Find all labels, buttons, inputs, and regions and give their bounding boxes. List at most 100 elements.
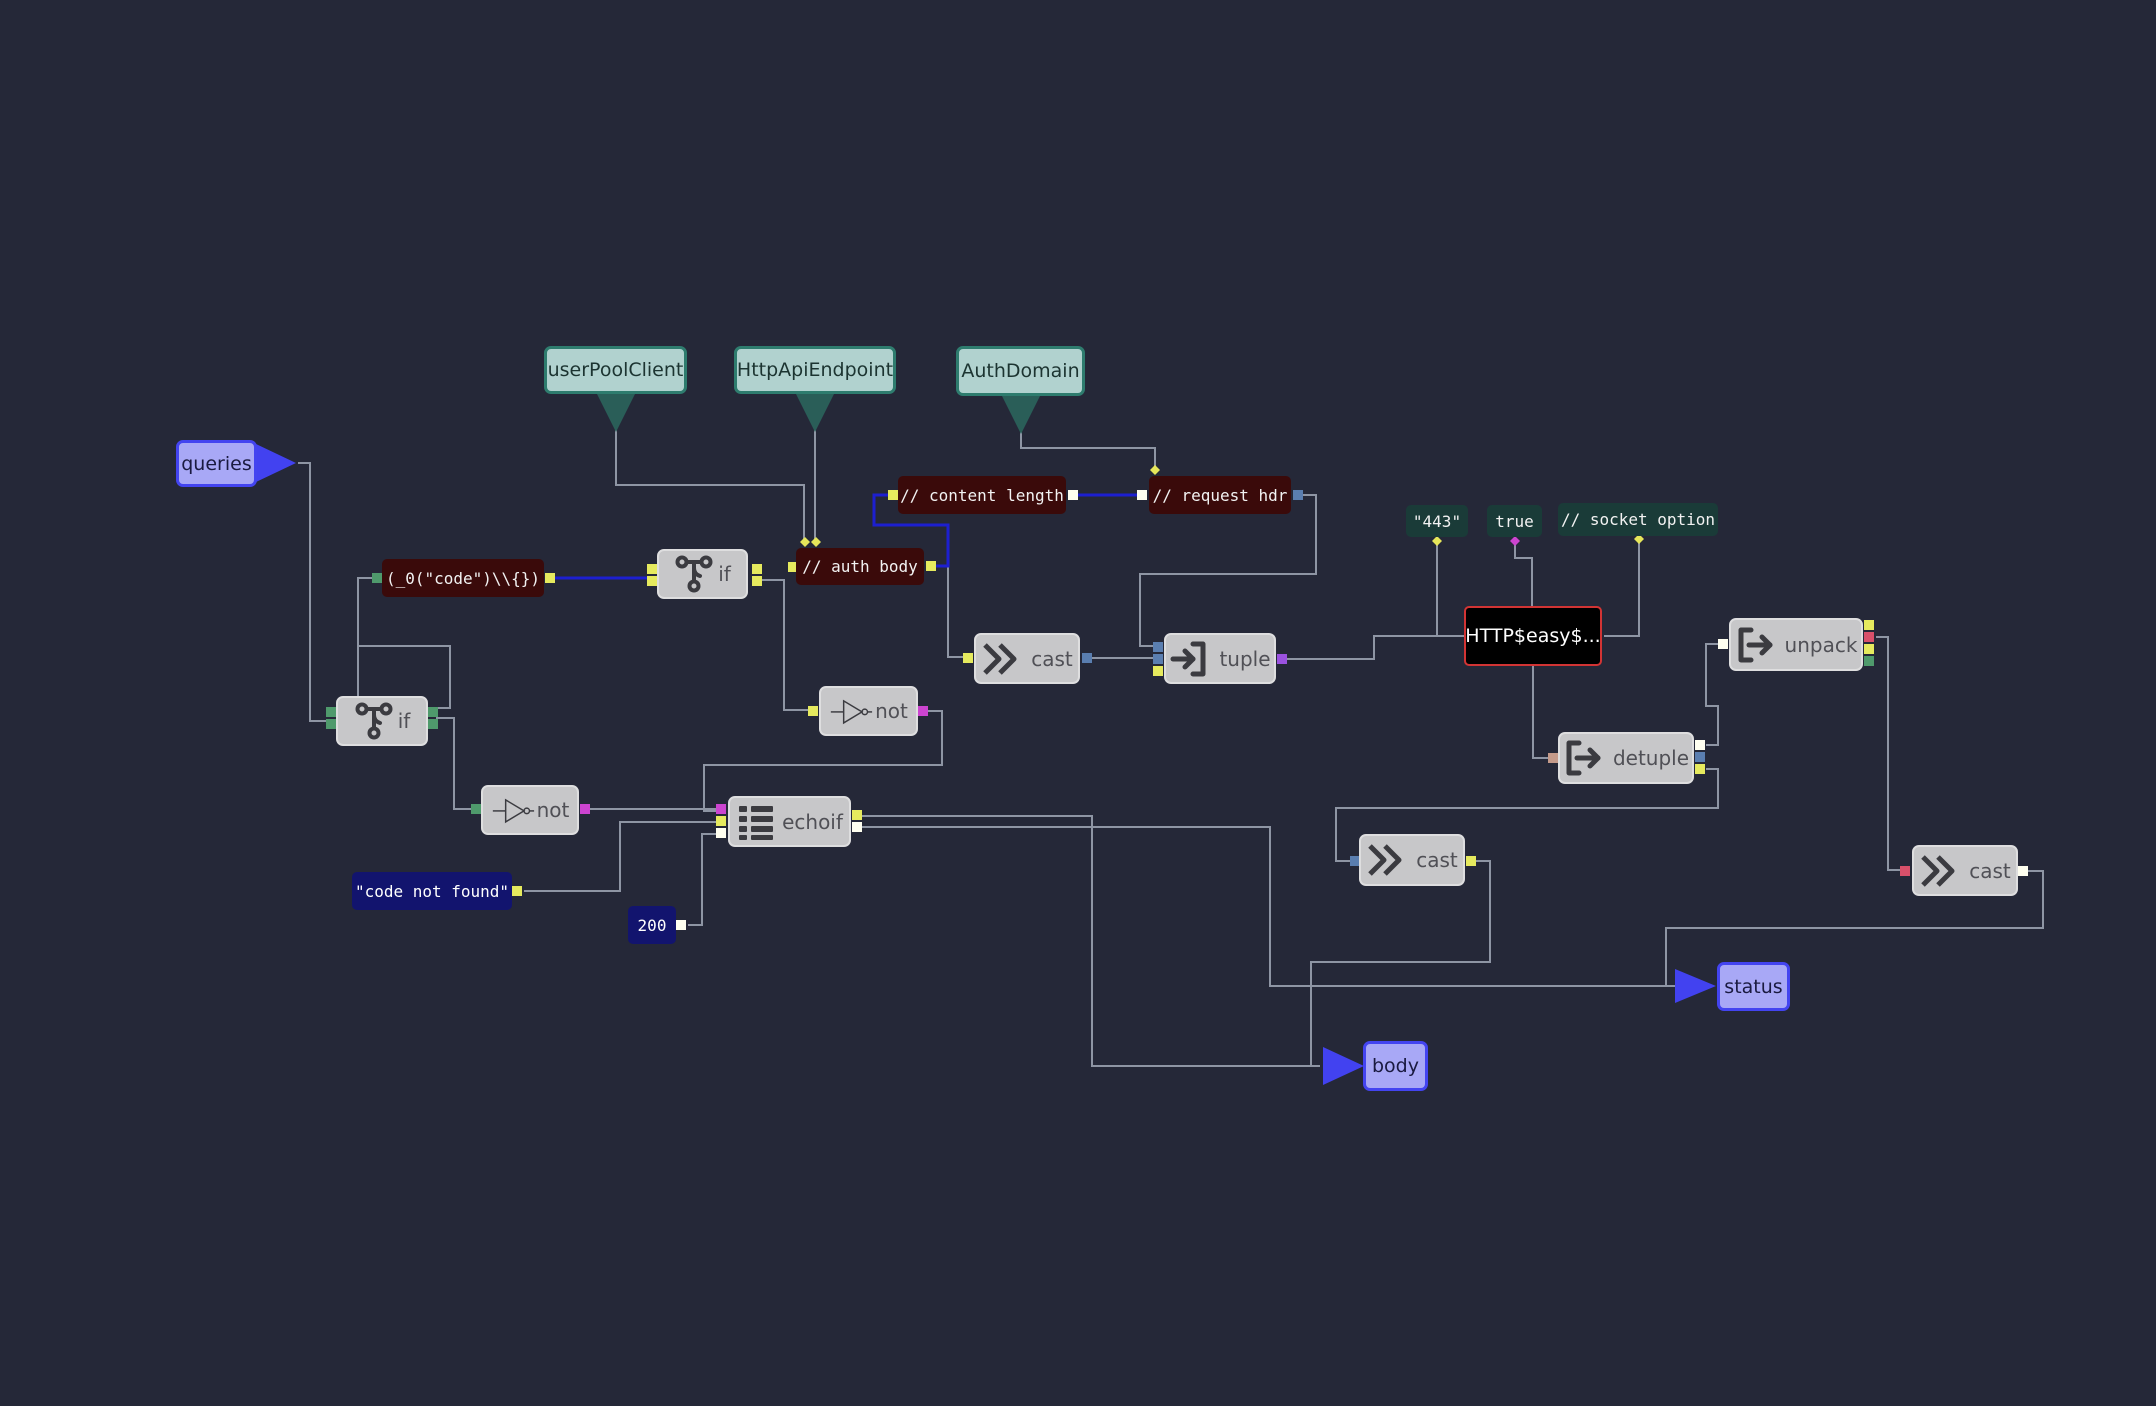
branch-icon <box>354 701 394 741</box>
auth-body-code-node[interactable]: // auth body <box>796 548 924 585</box>
request-hdr-code-node[interactable]: // request hdr <box>1149 476 1291 514</box>
port-const-node[interactable]: "443" <box>1406 505 1468 537</box>
socket-option-node[interactable]: // socket option <box>1558 503 1718 536</box>
status-label: status <box>1724 975 1783 998</box>
port-requesthdr-in <box>1150 465 1160 475</box>
double-chevron-icon <box>1366 840 1406 880</box>
cast-mid-node[interactable]: cast <box>1359 834 1465 886</box>
double-chevron-icon <box>1919 851 1959 891</box>
wire-detuple-cast <box>1335 768 1719 862</box>
queries-input-node[interactable]: queries <box>176 440 257 487</box>
wire-socket-http <box>1604 542 1640 637</box>
wire-if-loop <box>357 578 451 709</box>
wire-if-not <box>436 717 478 810</box>
cast-right-node[interactable]: cast <box>1912 845 2018 896</box>
userpoolclient-label: userPoolClient <box>547 359 684 381</box>
httpapiendpoint-output-arrow <box>795 392 835 432</box>
not-gate-icon <box>491 795 535 825</box>
if-main-label: if <box>397 709 411 733</box>
content-length-label: // content length <box>900 485 1064 505</box>
wire-castmid-status <box>1310 860 1491 1066</box>
body-input-arrow <box>1323 1047 1364 1085</box>
detuple-label: detuple <box>1612 746 1690 770</box>
authdomain-node[interactable]: AuthDomain <box>956 346 1085 396</box>
wire-userpoolclient-authbody <box>615 430 805 543</box>
queries-output-arrow <box>256 444 296 482</box>
queries-label: queries <box>181 452 252 475</box>
wire-authdomain-requesthdr <box>1020 432 1156 470</box>
branch-icon <box>674 554 714 594</box>
regex-code-label: (_0("code")\\{}) <box>385 568 541 588</box>
wire-notright-echoif <box>703 710 943 812</box>
wire-echoif-body <box>860 815 1320 1067</box>
body-output-node[interactable]: body <box>1363 1041 1428 1091</box>
if-top-node[interactable]: if <box>657 549 748 599</box>
true-const-label: true <box>1495 511 1534 531</box>
status-200-label: 200 <box>637 915 667 935</box>
regex-code-node[interactable]: (_0("code")\\{}) <box>382 559 544 597</box>
true-const-node[interactable]: true <box>1487 505 1542 537</box>
wire-castright-status <box>1665 870 2044 986</box>
http-call-label: HTTP$easy$... <box>1465 625 1601 647</box>
userpoolclient-output-arrow <box>596 392 636 432</box>
port-authbody-in-2 <box>811 537 821 547</box>
port-const-label: "443" <box>1412 511 1462 531</box>
wire-if-regex <box>332 577 378 710</box>
wire-true-http <box>1514 544 1533 608</box>
not-top-node[interactable]: not <box>819 686 918 736</box>
list-icon <box>736 802 776 842</box>
wire-detuple-unpack <box>1705 643 1722 746</box>
port-true-out <box>1510 536 1520 546</box>
wire-tuple-http <box>1286 635 1464 660</box>
cast-main-node[interactable]: cast <box>974 633 1080 684</box>
http-call-node[interactable]: HTTP$easy$... <box>1464 606 1602 666</box>
wire-requesthdr-tuple <box>1139 494 1317 647</box>
auth-body-label: // auth body <box>802 557 918 576</box>
if-main-node[interactable]: if <box>336 696 428 746</box>
arrow-into-bracket-icon <box>1169 639 1209 679</box>
arrow-out-bracket-icon <box>1563 738 1603 778</box>
if-top-label: if <box>718 562 731 586</box>
port-authbody-in-1 <box>800 537 810 547</box>
userpoolclient-node[interactable]: userPoolClient <box>544 346 687 394</box>
wire-codenotfound-echoif <box>524 821 716 892</box>
cast-mid-label: cast <box>1416 848 1458 872</box>
cast-main-label: cast <box>1031 646 1073 671</box>
code-not-found-node[interactable]: "code not found" <box>352 872 512 910</box>
wire-queries-if <box>298 462 330 722</box>
status-output-node[interactable]: status <box>1717 962 1790 1011</box>
tuple-label: tuple <box>1219 646 1271 671</box>
httpapiendpoint-node[interactable]: HttpApiEndpoint <box>734 346 896 394</box>
wire-unpack-cast <box>1876 636 1902 871</box>
unpack-label: unpack <box>1784 632 1858 657</box>
authdomain-output-arrow <box>1001 394 1041 434</box>
unpack-node[interactable]: unpack <box>1729 618 1863 671</box>
echoif-label: echoif <box>782 809 843 834</box>
status-200-node[interactable]: 200 <box>628 906 676 944</box>
content-length-code-node[interactable]: // content length <box>898 476 1066 514</box>
not-main-label: not <box>536 798 570 822</box>
wire-iftop-not <box>756 579 816 711</box>
tuple-node[interactable]: tuple <box>1164 633 1276 684</box>
request-hdr-label: // request hdr <box>1152 485 1288 505</box>
socket-option-label: // socket option <box>1560 510 1716 529</box>
wire-authbody-cast <box>932 565 968 658</box>
double-chevron-icon <box>981 639 1021 679</box>
authdomain-label: AuthDomain <box>961 360 1080 382</box>
detuple-node[interactable]: detuple <box>1558 732 1694 784</box>
wire-http-detuple <box>1532 666 1552 759</box>
status-input-arrow <box>1675 969 1716 1003</box>
not-gate-icon <box>829 696 873 726</box>
not-top-label: not <box>875 699 908 723</box>
echoif-node[interactable]: echoif <box>728 796 851 847</box>
cast-right-label: cast <box>1969 858 2011 883</box>
port-socket-out <box>1634 534 1644 544</box>
body-label: body <box>1372 1055 1419 1077</box>
not-main-node[interactable]: not <box>481 785 579 835</box>
arrow-out-bracket-icon <box>1735 625 1775 665</box>
wire-authbody-contentlength-highlight <box>872 493 950 568</box>
wire-200-echoif <box>688 833 716 926</box>
code-not-found-label: "code not found" <box>354 881 510 901</box>
